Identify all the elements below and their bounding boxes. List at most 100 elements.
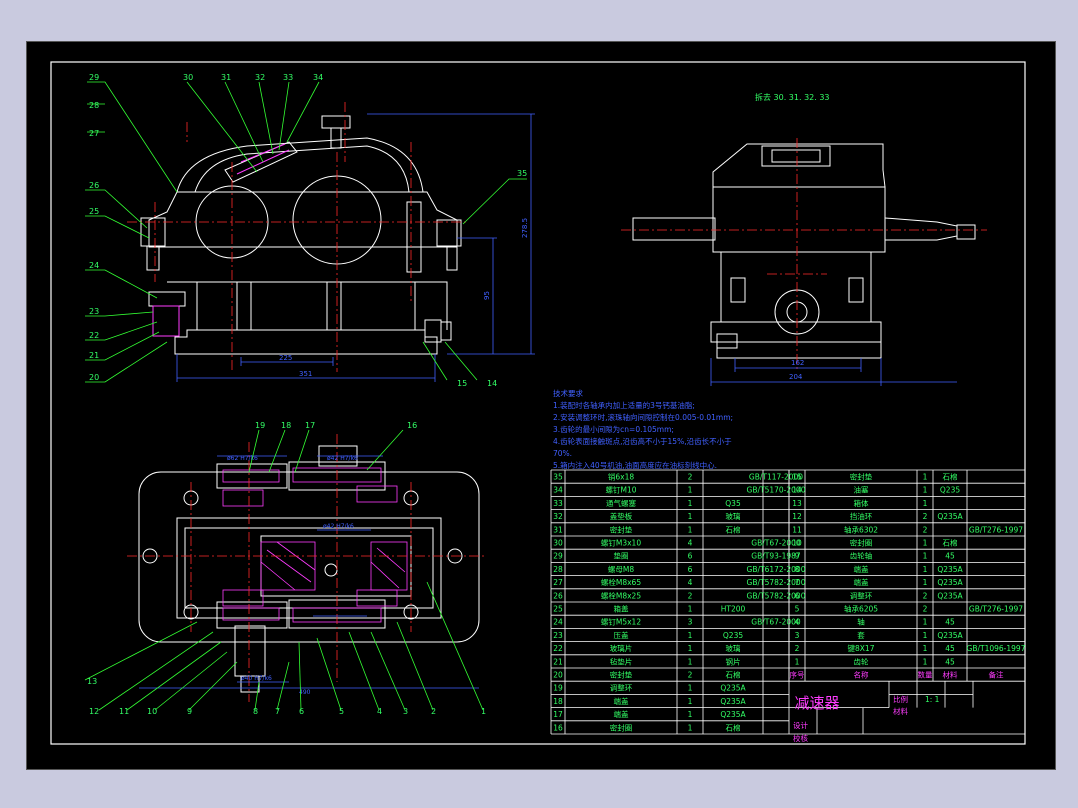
callout-22: 22 [89, 331, 99, 340]
bom-left-no: 32 [553, 512, 563, 521]
bom-right-no: 15 [792, 473, 802, 482]
leader-lines [84, 81, 527, 711]
bom-right-name: 齿轮 [854, 656, 869, 666]
callout-13: 13 [87, 677, 97, 686]
bom-left-no: 18 [553, 697, 563, 706]
bom-left-no: 17 [553, 710, 563, 719]
callout-25: 25 [89, 207, 99, 216]
bom-right-qty: 2 [923, 512, 928, 521]
bom-left-no: 26 [553, 591, 563, 600]
bom-header-name: 名称 [854, 670, 869, 680]
bom-right-no: 5 [795, 605, 800, 614]
bom-left-name: 箱盖 [614, 604, 629, 614]
tech-item-3: 3.齿轮的最小间隙为cn=0.105mm; [553, 424, 674, 434]
bom-left-material: 石棉 [726, 670, 741, 680]
bom-left-material: 石棉 [726, 722, 741, 732]
bom-right-qty: 2 [923, 525, 928, 534]
callout-10: 10 [147, 707, 157, 716]
front-view [140, 115, 462, 355]
bom-left-name: 端盖 [614, 709, 629, 719]
bom-left-material: Q235A [720, 697, 746, 706]
bom-left-qty: 1 [688, 525, 693, 534]
bom-left-no: 23 [553, 631, 563, 640]
dim-side-overall: 204 [789, 373, 803, 381]
bom-left-note: GB/T93-1987 [751, 552, 801, 561]
cad-viewport[interactable]: 225 351 278.5 95 拆去 30. 31. 32. 33 [26, 41, 1056, 770]
bom-left-name: 毡垫片 [610, 656, 633, 666]
bom-left-no: 27 [553, 578, 563, 587]
bom-right-no: 2 [795, 644, 800, 653]
bom-left-name: 密封垫 [610, 524, 633, 534]
callout-14: 14 [487, 379, 497, 388]
callouts: 29 28 27 26 25 24 23 22 21 20 30 31 32 3… [87, 73, 527, 716]
side-view-caption: 拆去 30. 31. 32. 33 [755, 92, 830, 102]
bom-left-qty: 1 [688, 631, 693, 640]
bom-right-qty: 1 [923, 499, 928, 508]
callout-27: 27 [89, 129, 99, 138]
bom-left-no: 34 [553, 486, 563, 495]
side-view-text: 拆去 30. 31. 32. 33 162 204 [755, 92, 830, 381]
bom-left-name: 密封垫 [610, 670, 633, 680]
bom-right-no: 13 [792, 499, 802, 508]
bom-right-qty: 1 [923, 473, 928, 482]
bom-left-no: 33 [553, 499, 563, 508]
bom-right-name: 箱体 [854, 498, 869, 508]
bom-left-note: GB/T5170-2000 [747, 486, 806, 495]
bom-left-qty: 1 [688, 710, 693, 719]
bom-right-material: 45 [945, 657, 955, 666]
bom-left-qty: 1 [688, 657, 693, 666]
bom-right-no: 3 [795, 631, 800, 640]
callout-35: 35 [517, 169, 527, 178]
cad-drawing: 225 351 278.5 95 拆去 30. 31. 32. 33 [50, 61, 1026, 745]
bom-left-material: 石棉 [726, 524, 741, 534]
bom-left-name: 盖垫板 [610, 511, 633, 521]
bom-right-name: 挡油环 [850, 511, 873, 521]
bom-right-no: 6 [795, 591, 800, 600]
bom-left-qty: 2 [688, 473, 693, 482]
bom-left-name: 调整环 [610, 683, 633, 693]
title-design-label: 设计 [793, 720, 808, 730]
title-check-label: 校核 [793, 733, 808, 743]
callout-16: 16 [407, 421, 417, 430]
bom-left-no: 30 [553, 539, 563, 548]
callout-15: 15 [457, 379, 467, 388]
bom-left-no: 29 [553, 552, 563, 561]
callout-29: 29 [89, 73, 99, 82]
callout-4: 4 [377, 707, 382, 716]
callout-20: 20 [89, 373, 99, 382]
bom-right-note: GB/T276-1997 [969, 525, 1023, 534]
bom-right-name: 端盖 [854, 577, 869, 587]
bom-header-note: 备注 [989, 670, 1004, 680]
bom-right-name: 轴 [857, 617, 865, 627]
title-block: 减速器 比例 1: 1 材料 设计 校核 [793, 694, 940, 743]
bom-left-qty: 1 [688, 486, 693, 495]
tech-title: 技术要求 [553, 388, 583, 398]
bom-right-name: 套 [857, 630, 865, 640]
tech-item-6: 5.箱内注入40号机油,油面高度应在油标刻线中心. [553, 460, 717, 470]
callout-9: 9 [187, 707, 192, 716]
callout-24: 24 [89, 261, 99, 270]
tech-item-5: 70%. [553, 449, 572, 458]
bom-left-no: 19 [553, 684, 563, 693]
bom-left-name: 螺栓M8x25 [601, 590, 641, 600]
top-view-dim-text: ø62 H7/k6 ø42 H7/k6 ø42 H7/k6 ø40 H7/k6 … [227, 455, 358, 696]
callout-1: 1 [481, 707, 486, 716]
bom-right-material: 石棉 [943, 538, 958, 548]
bom-right-material: Q235 [940, 486, 960, 495]
bom-right-material: Q235A [937, 578, 963, 587]
bom-left-qty: 1 [688, 697, 693, 706]
callout-5: 5 [339, 707, 344, 716]
bom-left-no: 16 [553, 723, 563, 732]
bom-left-name: 端盖 [614, 696, 629, 706]
bom-left-material: HT200 [721, 605, 746, 614]
bom-right-qty: 1 [923, 657, 928, 666]
bom-left-name: 螺钉M10 [605, 485, 636, 495]
bom-left-name: 压盖 [614, 630, 629, 640]
bom-left-name: 螺钉M5x12 [601, 617, 641, 627]
bom-right-qty: 1 [923, 578, 928, 587]
bom-left-qty: 6 [688, 552, 693, 561]
bom-left-qty: 2 [688, 671, 693, 680]
bom-left-name: 玻璃片 [610, 643, 633, 653]
bom-right-name: 键8X17 [848, 643, 875, 653]
front-view-centerlines [127, 102, 467, 372]
